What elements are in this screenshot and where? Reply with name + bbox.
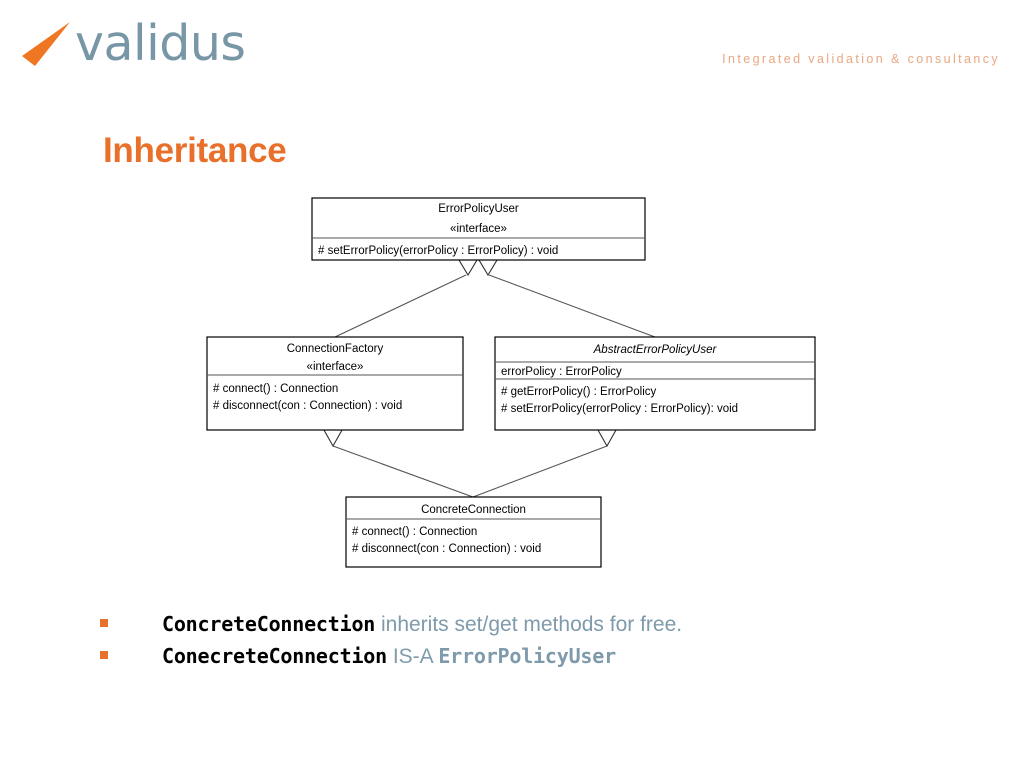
uml-method: # connect() : Connection [213,383,338,395]
logo-wordmark: validus [75,15,246,72]
generalization-connectors-upper [334,259,656,338]
uml-class-name: ConnectionFactory [287,343,384,355]
slide-header: validus Integrated validation & consulta… [0,0,1024,104]
list-item-text: ConcreteConnection inherits set/get meth… [162,612,682,637]
uml-method: # disconnect(con : Connection) : void [352,543,541,555]
uml-class-name: ErrorPolicyUser [438,203,519,215]
bullet-segment: ConcreteConnection [162,612,376,636]
uml-class-abstract-error-policy-user[interactable]: AbstractErrorPolicyUser errorPolicy : Er… [494,336,816,431]
uml-class-error-policy-user[interactable]: ErrorPolicyUser «interface» # setErrorPo… [311,197,646,261]
uml-attribute: errorPolicy : ErrorPolicy [501,366,622,378]
brand-tagline: Integrated validation & consultancy [722,52,1000,66]
uml-class-name: AbstractErrorPolicyUser [593,344,718,356]
uml-method: # setErrorPolicy(errorPolicy : ErrorPoli… [501,403,738,415]
uml-class-diagram: ErrorPolicyUser «interface» # setErrorPo… [206,197,816,568]
generalization-arrowhead [458,259,478,277]
list-item: ConcreteConnection inherits set/get meth… [100,612,960,644]
bullet-segment: ErrorPolicyUser [438,644,616,668]
uml-method: # disconnect(con : Connection) : void [213,400,402,412]
bullet-square-icon [100,651,108,659]
bullet-segment: ConecreteConnection [162,644,387,668]
uml-class-connection-factory[interactable]: ConnectionFactory «interface» # connect(… [206,336,464,431]
uml-method: # setErrorPolicy(errorPolicy : ErrorPoli… [318,245,558,257]
generalization-connectors-lower [323,429,617,498]
uml-class-concrete-connection[interactable]: ConcreteConnection # connect() : Connect… [345,496,602,568]
orange-check-swoosh-icon [22,22,70,66]
generalization-arrowhead [323,429,343,448]
uml-method: # connect() : Connection [352,526,477,538]
list-item: ConecreteConnection IS-A ErrorPolicyUser [100,644,960,676]
uml-method: # getErrorPolicy() : ErrorPolicy [501,386,657,398]
bullet-list: ConcreteConnection inherits set/get meth… [100,612,960,676]
bullet-segment: IS-A [386,645,439,668]
page-title: Inheritance [103,131,287,170]
bullet-segment: inherits set/get methods for free. [375,613,683,636]
bullet-square-icon [100,619,108,627]
uml-class-name: ConcreteConnection [421,504,526,516]
generalization-arrowhead [478,259,498,277]
validus-logo: validus [18,15,246,72]
uml-class-stereotype: «interface» [450,223,507,235]
list-item-text: ConecreteConnection IS-A ErrorPolicyUser [162,644,616,669]
uml-class-stereotype: «interface» [307,361,364,373]
generalization-arrowhead [597,429,617,448]
